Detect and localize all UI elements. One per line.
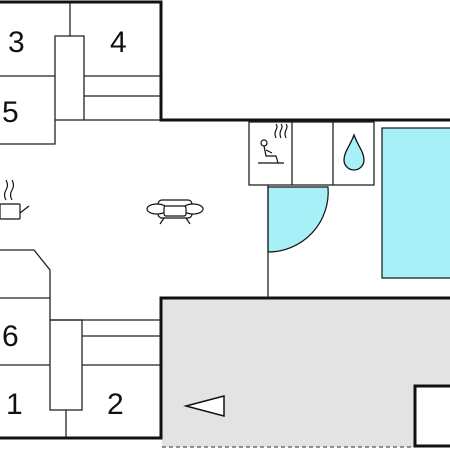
room-label-1: 1: [6, 388, 23, 421]
terrace: [162, 299, 450, 448]
sauna-shower-block: [248, 121, 375, 186]
room-label-2: 2: [107, 388, 124, 421]
exterior-walls: [0, 0, 450, 440]
water-drop-icon: [343, 133, 365, 171]
door-swing: [267, 185, 329, 298]
direction-arrow-icon: [183, 395, 225, 417]
room-label-5: 5: [2, 96, 19, 129]
swimming-pool: [374, 122, 450, 298]
room-label-3: 3: [8, 26, 25, 59]
pool-water: [381, 127, 450, 279]
kitchen-pot-icon: [0, 179, 30, 220]
sofa-icon: [146, 199, 204, 225]
sauna-icon: [258, 123, 288, 164]
upper-bedrooms: [0, 2, 161, 145]
room-label-6: 6: [2, 320, 19, 353]
room-label-4: 4: [110, 26, 127, 59]
terrace-box: [413, 384, 450, 448]
lower-bedrooms: [0, 249, 161, 438]
